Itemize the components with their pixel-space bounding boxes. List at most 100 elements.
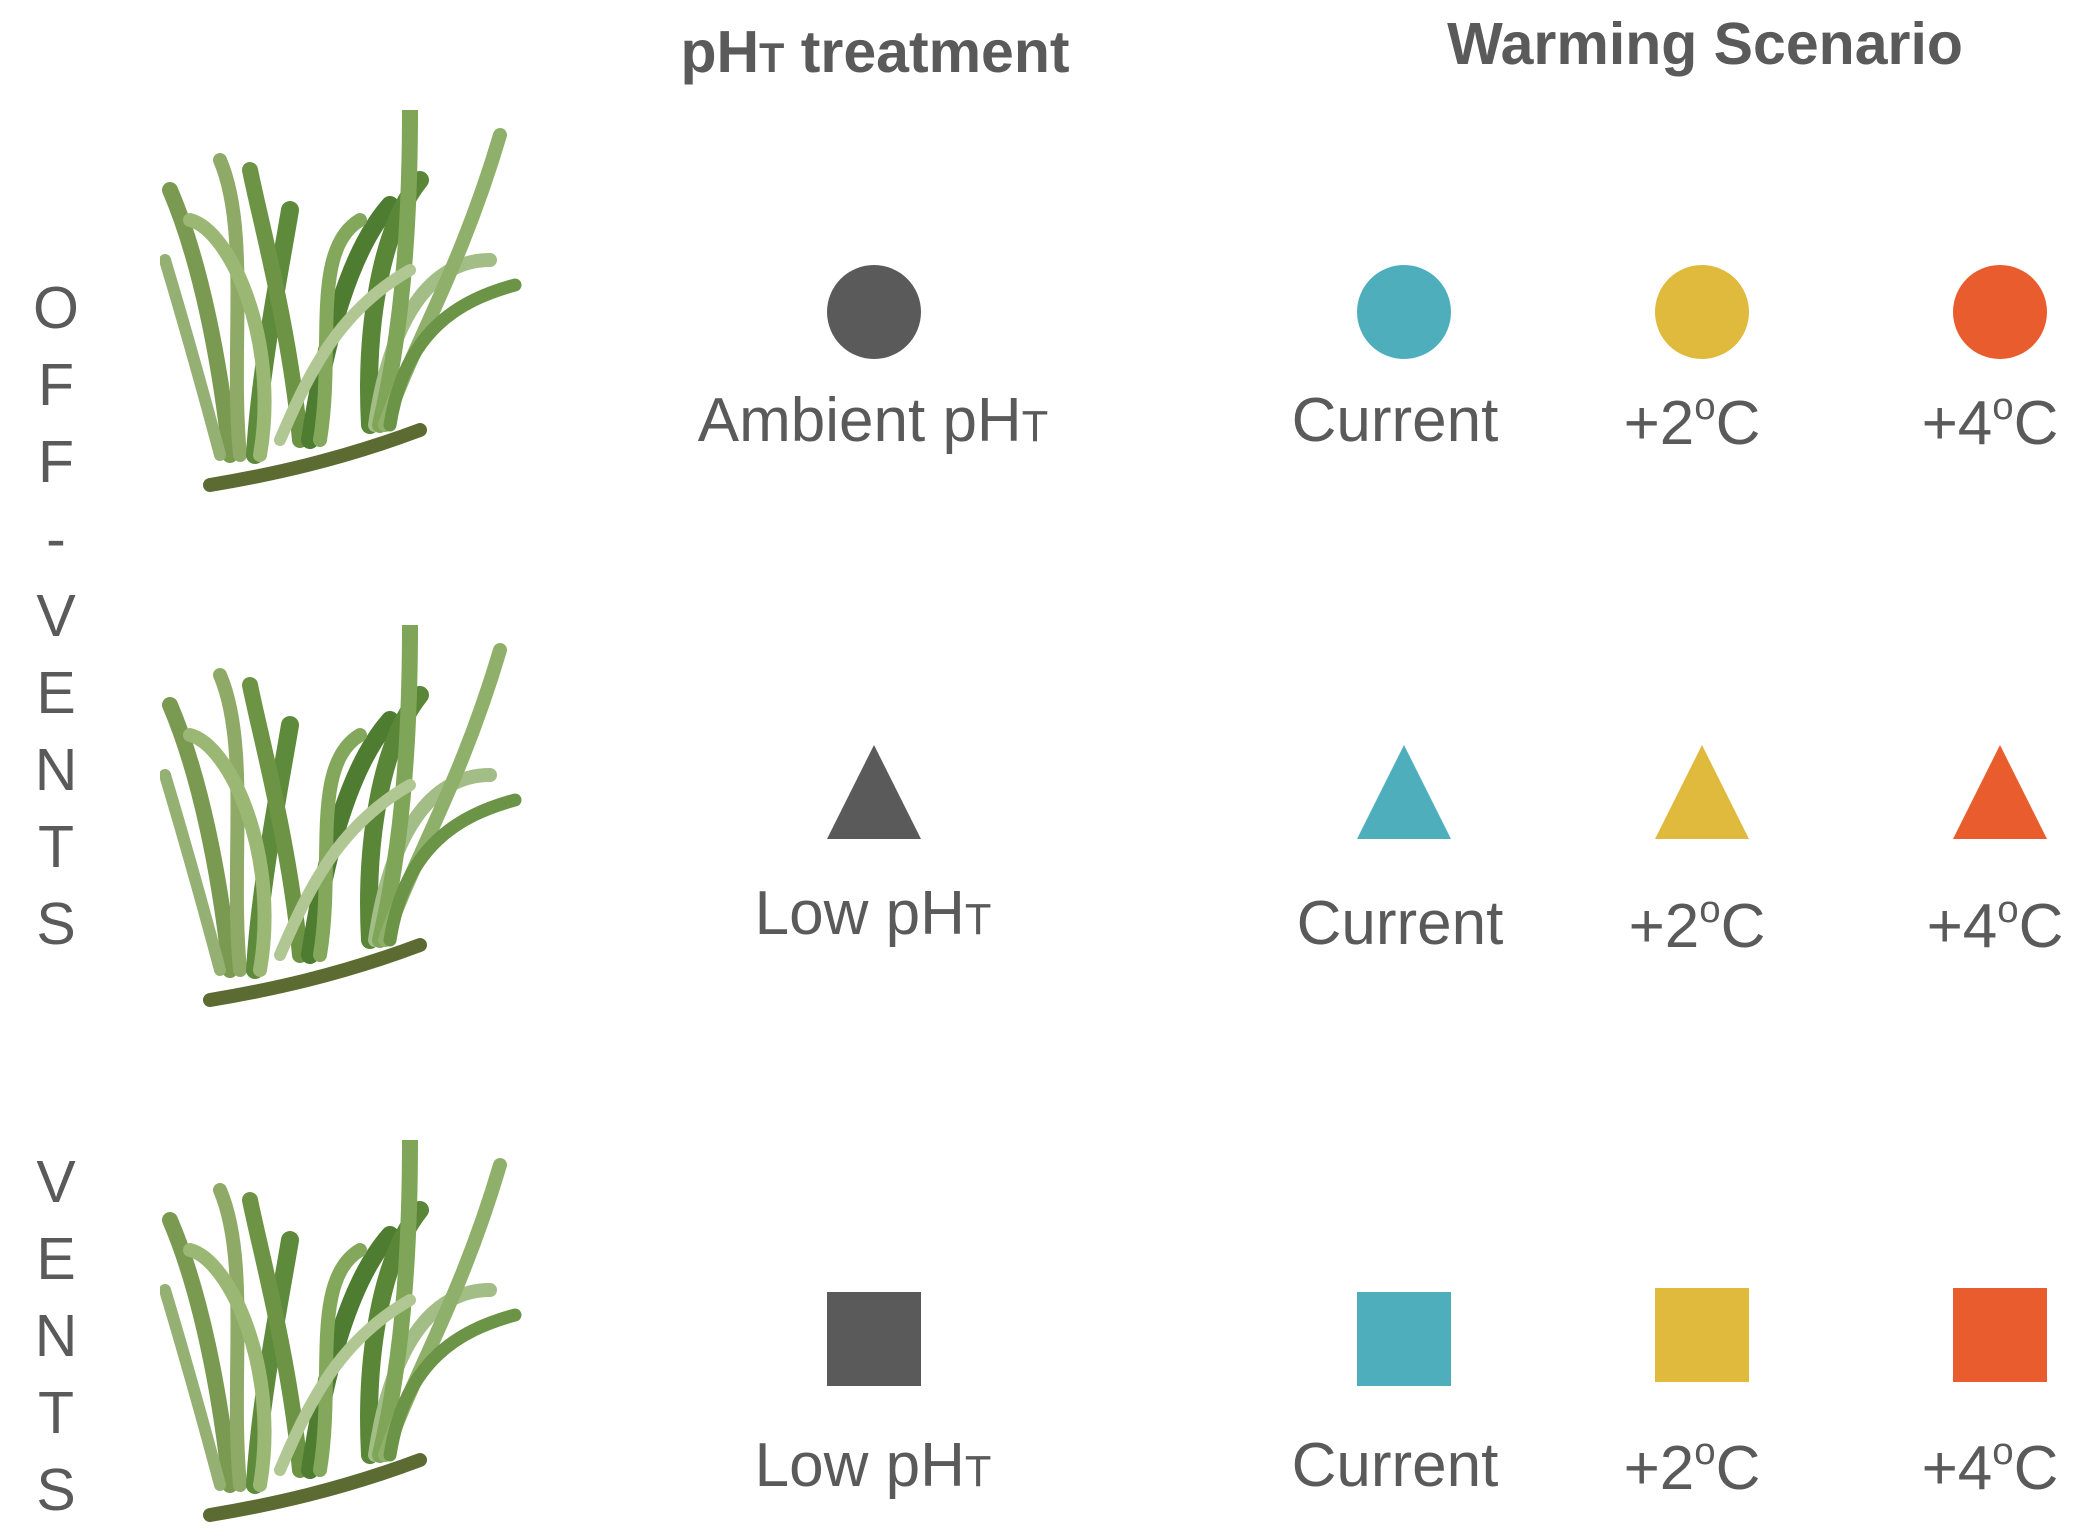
plus2-triangle-marker <box>1655 745 1749 839</box>
side-letter: N <box>34 1303 78 1369</box>
seagrass-blade <box>372 1140 418 1463</box>
plus2-label: +2oC <box>1624 385 1761 459</box>
degree-sign: o <box>1992 1430 2014 1473</box>
temp-unit: C <box>1715 1433 1761 1503</box>
plus4-square-marker <box>1953 1288 2047 1382</box>
seagrass-blade <box>183 728 272 977</box>
ph-header-main: pH <box>680 19 760 85</box>
current-label: Current <box>1296 889 1504 958</box>
seagrass-blade <box>383 278 522 432</box>
seagrass-blade <box>213 1183 247 1492</box>
seagrass-blade <box>160 254 226 461</box>
seagrass-blade <box>383 1308 522 1462</box>
seagrass-rhizome <box>203 1453 427 1522</box>
seagrass-illustration-3 <box>160 1140 522 1522</box>
plus4-circle-marker <box>1953 265 2047 359</box>
plus2-square-marker <box>1655 1288 1749 1382</box>
vents-side-label: V E N T S <box>30 1144 82 1529</box>
side-letter: S <box>36 1457 76 1523</box>
seagrass-rhizome <box>203 938 427 1007</box>
ph-label-text: Low pH <box>754 1431 965 1500</box>
seagrass-blade <box>160 1284 226 1491</box>
ambient-ph-label: Ambient pHT <box>698 385 1048 456</box>
current-square-marker <box>1357 1292 1451 1386</box>
plus4-label: +4oC <box>1922 1430 2059 1504</box>
seagrass-illustration-1 <box>160 110 522 492</box>
seagrass-blade <box>301 196 399 449</box>
temp-unit: C <box>2018 891 2064 961</box>
temp-value: +2 <box>1623 1433 1695 1503</box>
ph-treatment-header: pHT treatment <box>680 18 1069 86</box>
side-letter: E <box>36 1226 76 1292</box>
side-letter: E <box>36 660 76 726</box>
seagrass-blade <box>274 779 416 961</box>
plus2-circle-marker <box>1655 265 1749 359</box>
degree-sign: o <box>1992 385 2014 428</box>
temp-value: +4 <box>1921 1433 1993 1503</box>
plus4-label: +4oC <box>1922 385 2059 459</box>
temp-value: +4 <box>1926 891 1998 961</box>
seagrass-blade <box>183 213 272 462</box>
seagrass-blade <box>301 711 399 964</box>
seagrass-blade <box>372 625 418 948</box>
side-letter: N <box>34 737 78 803</box>
temp-value: +2 <box>1628 891 1700 961</box>
seagrass-blade <box>162 182 238 463</box>
seagrass-blade <box>274 264 416 446</box>
ph-label-text: Ambient pH <box>697 386 1022 455</box>
temp-unit: C <box>1715 388 1761 458</box>
seagrass-blade <box>313 1243 367 1477</box>
seagrass-rhizome <box>203 423 427 492</box>
temp-unit: C <box>2013 388 2059 458</box>
low-ph-label: Low pHT <box>755 1430 992 1501</box>
current-triangle-marker <box>1357 745 1451 839</box>
seagrass-blade <box>313 728 367 962</box>
current-label: Current <box>1291 386 1499 455</box>
plus2-label: +2oC <box>1629 888 1766 962</box>
current-label: Current <box>1291 1431 1499 1500</box>
ph-low-triangle-marker <box>827 745 921 839</box>
side-letter: F <box>37 352 75 418</box>
ph-ambient-circle-marker <box>827 265 921 359</box>
seagrass-blade <box>160 769 226 976</box>
plus2-label: +2oC <box>1624 1430 1761 1504</box>
plus4-label: +4oC <box>1927 888 2064 962</box>
ph-low-square-marker <box>827 1292 921 1386</box>
ph-label-subscript: T <box>1021 403 1049 451</box>
temp-unit: C <box>2013 1433 2059 1503</box>
side-letter: O <box>33 275 79 341</box>
temp-value: +2 <box>1623 388 1695 458</box>
warming-scenario-header: Warming Scenario <box>1447 11 1963 77</box>
seagrass-blade <box>372 110 418 433</box>
side-letter: V <box>36 583 76 649</box>
seagrass-blade <box>313 213 367 447</box>
degree-sign: o <box>1699 888 1721 931</box>
seagrass-blade <box>162 1212 238 1493</box>
degree-sign: o <box>1997 888 2019 931</box>
side-letter: F <box>37 429 75 495</box>
side-letter: - <box>46 506 66 572</box>
seagrass-blade <box>274 1294 416 1476</box>
ph-label-subscript: T <box>964 896 992 944</box>
off-vents-side-label: O F F - V E N T S <box>30 270 82 963</box>
seagrass-blade <box>213 668 247 977</box>
ph-header-subscript: T <box>759 35 785 81</box>
temp-unit: C <box>1720 891 1766 961</box>
ph-header-rest: treatment <box>784 19 1070 85</box>
side-letter: S <box>36 891 76 957</box>
degree-sign: o <box>1694 1430 1716 1473</box>
seagrass-illustration-2 <box>160 625 522 1007</box>
seagrass-blade <box>183 1243 272 1492</box>
side-letter: T <box>37 814 75 880</box>
seagrass-blade <box>162 697 238 978</box>
seagrass-blade <box>383 793 522 947</box>
current-circle-marker <box>1357 265 1451 359</box>
seagrass-blade <box>301 1226 399 1479</box>
low-ph-label: Low pHT <box>755 878 992 949</box>
side-letter: V <box>36 1149 76 1215</box>
plus4-triangle-marker <box>1953 745 2047 839</box>
temp-value: +4 <box>1921 388 1993 458</box>
ph-label-subscript: T <box>964 1448 992 1496</box>
ph-label-text: Low pH <box>754 879 965 948</box>
degree-sign: o <box>1694 385 1716 428</box>
